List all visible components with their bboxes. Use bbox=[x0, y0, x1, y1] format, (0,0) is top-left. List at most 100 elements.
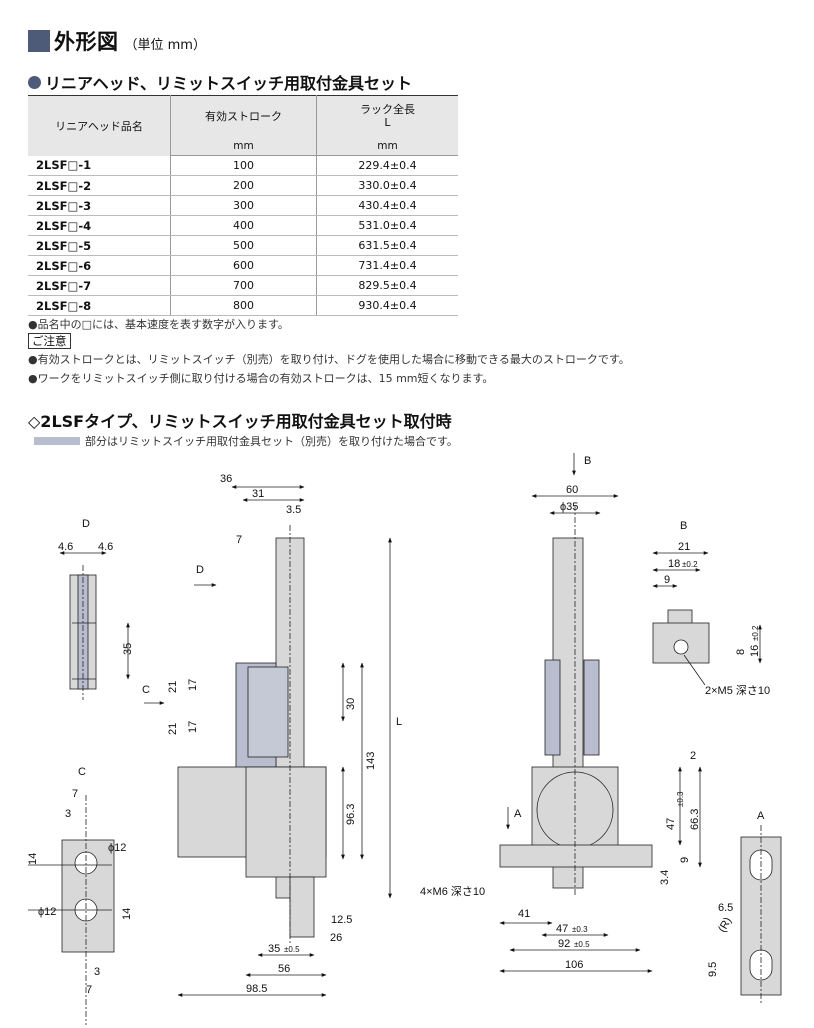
dim-A-w6_5: 6.5 bbox=[718, 902, 733, 914]
dim-C-t1: 7 bbox=[72, 788, 78, 800]
col-unit-stroke: mm bbox=[170, 136, 317, 156]
dim-A-r: (R) bbox=[716, 915, 734, 934]
view-label-D: D bbox=[82, 518, 90, 530]
dim-main-h21b: 21 bbox=[167, 723, 179, 735]
dim-front-tol47: ±0.3 bbox=[676, 791, 685, 807]
dim-B-w18: 18 bbox=[668, 558, 680, 570]
dim-main-h143: 143 bbox=[365, 752, 377, 770]
dim-C-d2: ϕ12 bbox=[38, 906, 56, 918]
title-unit: （単位 mm） bbox=[124, 37, 206, 53]
dim-main-w31: 31 bbox=[252, 488, 264, 500]
dim-main-tol35: ±0.5 bbox=[284, 945, 300, 954]
dim-main-w98_5: 98.5 bbox=[246, 983, 267, 995]
cell-length: 930.4±0.4 bbox=[316, 295, 458, 316]
view-label-B: B bbox=[680, 520, 687, 532]
dim-front-w60: 60 bbox=[566, 484, 578, 496]
cell-stroke: 200 bbox=[170, 175, 317, 196]
dim-D-w2: 4.6 bbox=[98, 541, 113, 553]
legend: 部分はリミットスイッチ用取付金具セット（別売）を取り付けた場合です。 bbox=[34, 433, 458, 449]
dim-C-b2: 7 bbox=[86, 984, 92, 996]
dim-front-w92: 92 bbox=[558, 938, 570, 950]
note-model-digit: ●品名中の□には、基本速度を表す数字が入ります。 bbox=[28, 318, 289, 331]
col-header-rack: ラック全長 L bbox=[316, 95, 458, 136]
dim-C-d1: ϕ12 bbox=[108, 842, 126, 854]
view-label-A: A bbox=[757, 810, 765, 822]
dim-D-h: 35 bbox=[122, 643, 134, 655]
dim-B-h16: 16 bbox=[749, 645, 761, 657]
dim-main-w7: 7 bbox=[236, 534, 242, 546]
view-label-C-arrow: C bbox=[142, 684, 150, 696]
caution-label: ご注意 bbox=[28, 333, 71, 349]
title-square-icon bbox=[28, 30, 50, 52]
view-label-D-arrow: D bbox=[196, 564, 204, 576]
dim-C-b1: 3 bbox=[94, 966, 100, 978]
dim-C-h1: 14 bbox=[27, 853, 39, 865]
dim-front-tolw92: ±0.5 bbox=[574, 940, 590, 949]
cell-stroke: 600 bbox=[170, 255, 317, 276]
cell-stroke: 300 bbox=[170, 195, 317, 216]
dim-front-h47: 47 bbox=[665, 818, 677, 830]
title-text: 外形図 bbox=[54, 30, 119, 54]
section1-title-text: リニアヘッド、リミットスイッチ用取付金具セット bbox=[45, 74, 413, 93]
dim-front-holes: 4×M6 深さ10 bbox=[420, 885, 485, 898]
col-header-model: リニアヘッド品名 bbox=[28, 95, 171, 156]
dim-main-h96_3: 96.3 bbox=[345, 804, 357, 825]
dim-main-h30: 30 bbox=[345, 698, 357, 710]
cell-stroke: 800 bbox=[170, 295, 317, 316]
dim-front-h3_4: 3.4 bbox=[659, 870, 671, 885]
cell-length: 731.4±0.4 bbox=[316, 255, 458, 276]
dim-main-w56: 56 bbox=[278, 963, 290, 975]
dim-front-tolw47: ±0.3 bbox=[572, 925, 588, 934]
dim-front-d35: ϕ35 bbox=[560, 501, 578, 513]
cell-model: 2LSF□-4 bbox=[28, 215, 171, 236]
dim-main-w35: 35 bbox=[268, 943, 280, 955]
dim-front-w47: 47 bbox=[556, 923, 568, 935]
cell-length: 829.5±0.4 bbox=[316, 275, 458, 296]
cell-stroke: 500 bbox=[170, 235, 317, 256]
view-label-C: C bbox=[78, 766, 86, 778]
dim-main-w12_5: 12.5 bbox=[331, 914, 352, 926]
dimension-drawing: D 4.6 4.6 35 C 7 3 14 ϕ12 ϕ12 14 3 7 bbox=[27, 453, 782, 1025]
dim-main-L: L bbox=[396, 716, 402, 728]
dim-B-tol16: ±0.2 bbox=[751, 625, 760, 641]
caution-note-1: ●有効ストロークとは、リミットスイッチ（別売）を取り付け、ドグを使用した場合に移… bbox=[28, 353, 630, 366]
cell-model: 2LSF□-5 bbox=[28, 235, 171, 256]
cell-length: 229.4±0.4 bbox=[316, 155, 458, 176]
legend-text: 部分はリミットスイッチ用取付金具セット（別売）を取り付けた場合です。 bbox=[85, 435, 458, 448]
cell-length: 430.4±0.4 bbox=[316, 195, 458, 216]
dim-main-w36: 36 bbox=[220, 473, 232, 485]
dim-front-w106: 106 bbox=[565, 959, 583, 971]
dim-B-h8: 8 bbox=[735, 649, 747, 655]
section1-title: リニアヘッド、リミットスイッチ用取付金具セット bbox=[28, 70, 412, 94]
cell-model: 2LSF□-1 bbox=[28, 155, 171, 176]
col-unit-rack: mm bbox=[316, 136, 458, 156]
dim-front-h66_3: 66.3 bbox=[689, 809, 701, 830]
col-header-stroke: 有効ストローク bbox=[170, 95, 317, 136]
dim-main-h17a: 17 bbox=[187, 679, 199, 691]
bullet-dot-icon bbox=[28, 75, 41, 89]
view-label-A-arrow: A bbox=[514, 808, 522, 820]
dim-main-h21a: 21 bbox=[167, 681, 179, 693]
dim-B-w9: 9 bbox=[664, 574, 670, 586]
cell-length: 631.5±0.4 bbox=[316, 235, 458, 256]
dim-A-h9_5: 9.5 bbox=[707, 962, 719, 977]
cell-model: 2LSF□-6 bbox=[28, 255, 171, 276]
page-title: 外形図 （単位 mm） bbox=[28, 28, 206, 54]
section2-title: ◇2LSFタイプ、リミットスイッチ用取付金具セット取付時 bbox=[28, 412, 452, 431]
view-label-B-arrow: B bbox=[584, 455, 591, 467]
dim-front-h9: 9 bbox=[679, 857, 691, 863]
dim-main-w3_5: 3.5 bbox=[286, 504, 301, 516]
cell-length: 531.0±0.4 bbox=[316, 215, 458, 236]
dim-front-w41: 41 bbox=[518, 908, 530, 920]
cell-stroke: 100 bbox=[170, 155, 317, 176]
dim-B-tol18: ±0.2 bbox=[682, 560, 698, 569]
dim-front-h2: 2 bbox=[690, 750, 696, 762]
dim-B-holes: 2×M5 深さ10 bbox=[705, 684, 770, 697]
